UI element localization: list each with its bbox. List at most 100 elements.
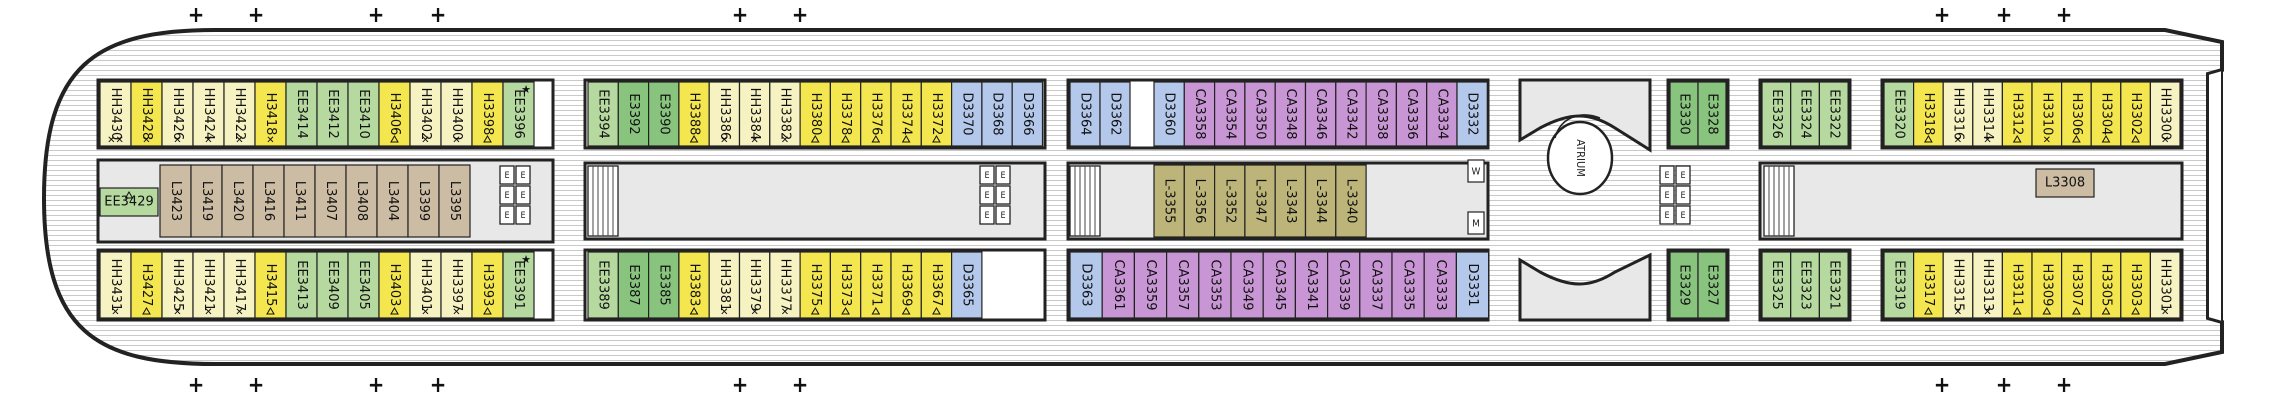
cabin-hh3397[interactable]: HH3397✕ <box>440 251 473 319</box>
cabin-ee3413[interactable]: EE3413 <box>285 251 318 319</box>
cabin-hh3431[interactable]: HH3431✕ <box>99 251 132 319</box>
cabin-ee3323[interactable]: EE3323 <box>1790 251 1820 319</box>
cabin-ca3342[interactable]: CA3342 <box>1335 81 1367 147</box>
cabin-ee3409[interactable]: EE3409 <box>316 251 349 319</box>
cabin-ca3359[interactable]: CA3359 <box>1133 251 1168 319</box>
cabin-l3408[interactable]: L3408 <box>345 164 378 238</box>
cabin-d3370[interactable]: D3370 <box>950 81 983 147</box>
cabin-hh3425[interactable]: HH3425✕ <box>161 251 194 319</box>
cabin-h3304[interactable]: H3304 <box>2090 81 2122 147</box>
cabin-h3303[interactable]: H3303 <box>2120 251 2152 319</box>
cabin-hh3313[interactable]: HH3313✕ <box>1972 251 2004 319</box>
cabin-ee3412[interactable]: EE3412 <box>316 81 349 147</box>
cabin-h3369[interactable]: H3369 <box>890 251 922 319</box>
cabin-l3411[interactable]: L3411 <box>283 164 316 238</box>
cabin-d3366[interactable]: D3366 <box>1011 81 1044 147</box>
cabin-ee3320[interactable]: EE3320 <box>1883 81 1915 147</box>
cabin-l3420[interactable]: L3420 <box>221 164 254 238</box>
cabin-hh3316[interactable]: HH3316✕ <box>1942 81 1974 147</box>
cabin-h3305[interactable]: H3305 <box>2090 251 2122 319</box>
cabin-l3407[interactable]: L3407 <box>314 164 347 238</box>
cabin-hh3426[interactable]: HH3426✕ <box>161 81 194 147</box>
cabin-l-3352[interactable]: L-3352 <box>1213 164 1246 238</box>
cabin-l-3347[interactable]: L-3347 <box>1244 164 1276 238</box>
cabin-hh3381[interactable]: HH3381✕ <box>708 251 741 319</box>
cabin-ee3322[interactable]: EE3322 <box>1818 81 1849 147</box>
cabin-h3302[interactable]: H3302 <box>2120 81 2152 147</box>
cabin-ca3349[interactable]: CA3349 <box>1230 251 1264 319</box>
cabin-e3385[interactable]: E3385 <box>647 251 680 319</box>
cabin-h3307[interactable]: H3307 <box>2061 251 2092 319</box>
cabin-e3330[interactable]: E3330 <box>1669 81 1699 147</box>
cabin-h3310[interactable]: H3310✕ <box>2031 81 2063 147</box>
cabin-ee3319[interactable]: EE3319 <box>1883 251 1915 319</box>
cabin-ee3325[interactable]: EE3325 <box>1761 251 1792 319</box>
cabin-d3362[interactable]: D3362 <box>1099 81 1131 147</box>
cabin-d3364[interactable]: D3364 <box>1069 81 1101 147</box>
cabin-h3406[interactable]: H3406 <box>378 81 411 147</box>
cabin-l-3344[interactable]: L-3344 <box>1304 164 1337 238</box>
cabin-ee3391[interactable]: EE3391★ <box>502 251 535 319</box>
cabin-d3331[interactable]: D3331 <box>1455 251 1490 319</box>
cabin-ca3341[interactable]: CA3341 <box>1294 251 1329 319</box>
cabin-e3327[interactable]: E3327 <box>1697 251 1727 319</box>
cabin-hh3377[interactable]: HH3377✕ <box>769 251 801 319</box>
cabin-h3309[interactable]: H3309 <box>2031 251 2063 319</box>
cabin-d3368[interactable]: D3368 <box>981 81 1013 147</box>
cabin-ca3337[interactable]: CA3337 <box>1359 251 1393 319</box>
cabin-h3415[interactable]: H3415 <box>254 251 287 319</box>
cabin-d3332[interactable]: D3332 <box>1456 81 1488 147</box>
cabin-ee3389[interactable]: EE3389 <box>587 251 619 319</box>
cabin-l3416[interactable]: L3416 <box>252 164 285 238</box>
cabin-d3360[interactable]: D3360 <box>1153 81 1185 147</box>
cabin-l3404[interactable]: L3404 <box>376 164 409 238</box>
cabin-e3392[interactable]: E3392 <box>617 81 650 147</box>
cabin-hh3301[interactable]: HH3301✕ <box>2149 251 2181 319</box>
cabin-ee3326[interactable]: EE3326 <box>1761 81 1792 147</box>
cabin-ca3335[interactable]: CA3335 <box>1391 251 1425 319</box>
cabin-e3329[interactable]: E3329 <box>1669 251 1699 319</box>
cabin-hh3421[interactable]: HH3421✕ <box>192 251 225 319</box>
cabin-hh3402[interactable]: HH3402✕ <box>409 81 442 147</box>
cabin-hh3428[interactable]: HH3428✕ <box>130 81 163 147</box>
cabin-ca3357[interactable]: CA3357 <box>1165 251 1200 319</box>
cabin-hh3382[interactable]: HH3382✕ <box>769 81 801 147</box>
cabin-h3375[interactable]: H3375 <box>799 251 831 319</box>
cabin-e3328[interactable]: E3328 <box>1697 81 1727 147</box>
cabin-h3418[interactable]: H3418✕ <box>254 81 287 147</box>
cabin-ca3358[interactable]: CA3358 <box>1183 81 1216 147</box>
cabin-l3399[interactable]: L3399 <box>407 164 440 238</box>
cabin-l3419[interactable]: L3419 <box>190 164 223 238</box>
cabin-ca3345[interactable]: CA3345 <box>1262 251 1296 319</box>
cabin-ca3346[interactable]: CA3346 <box>1304 81 1337 147</box>
cabin-hh3300[interactable]: HH3300✕ <box>2149 81 2181 147</box>
cabin-ca3354[interactable]: CA3354 <box>1213 81 1246 147</box>
cabin-hh3386[interactable]: HH3386✕ <box>708 81 741 147</box>
cabin-h3398[interactable]: H3398 <box>471 81 504 147</box>
cabin-h3380[interactable]: H3380 <box>799 81 831 147</box>
cabin-ca3350[interactable]: CA3350 <box>1244 81 1276 147</box>
cabin-h3371[interactable]: H3371 <box>860 251 892 319</box>
cabin-h3376[interactable]: H3376 <box>860 81 892 147</box>
cabin-ee3396[interactable]: EE3396★ <box>502 81 535 147</box>
cabin-hh3379[interactable]: HH3379✕ <box>738 251 771 319</box>
cabin-hh3315[interactable]: HH3315✕ <box>1942 251 1974 319</box>
cabin-e3390[interactable]: E3390 <box>647 81 680 147</box>
cabin-h3318[interactable]: H3318 <box>1912 81 1944 147</box>
cabin-hh3417[interactable]: HH3417✕ <box>223 251 256 319</box>
cabin-h3427[interactable]: H3427 <box>130 251 163 319</box>
cabin-hh3424[interactable]: HH3424✕ <box>192 81 225 147</box>
cabin-h3367[interactable]: H3367 <box>920 251 953 319</box>
cabin-l-3356[interactable]: L-3356 <box>1183 164 1216 238</box>
cabin-h3373[interactable]: H3373 <box>829 251 862 319</box>
cabin-l-3343[interactable]: L-3343 <box>1274 164 1307 238</box>
cabin-ee3414[interactable]: EE3414 <box>285 81 318 147</box>
cabin-hh3422[interactable]: HH3422✕ <box>223 81 256 147</box>
cabin-l-3355[interactable]: L-3355 <box>1153 164 1185 238</box>
cabin-h3388[interactable]: H3388 <box>678 81 710 147</box>
cabin-ca3361[interactable]: CA3361 <box>1101 251 1135 319</box>
cabin-hh3384[interactable]: HH3384✕ <box>738 81 771 147</box>
cabin-h3372[interactable]: H3372 <box>920 81 953 147</box>
cabin-h3317[interactable]: H3317 <box>1912 251 1944 319</box>
cabin-h3374[interactable]: H3374 <box>890 81 922 147</box>
